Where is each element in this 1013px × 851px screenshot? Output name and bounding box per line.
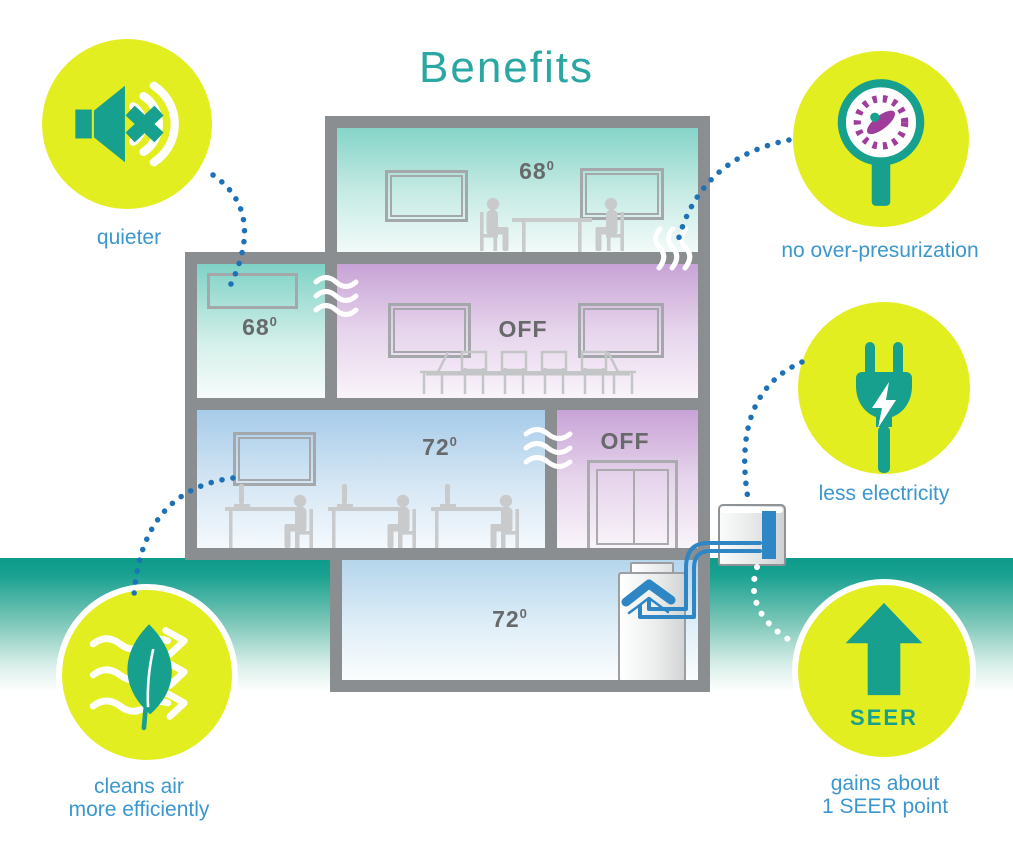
office-desks-silhouette bbox=[225, 484, 519, 548]
benefit-label-pressure: no over-presurization bbox=[781, 239, 979, 262]
conference-table-silhouette bbox=[420, 350, 636, 394]
benefit-label-air: cleans air more efficiently bbox=[29, 775, 249, 821]
benefit-circle-quieter bbox=[42, 39, 212, 209]
first-floor-left-room: 720 bbox=[197, 410, 545, 548]
first-floor: 720 OFF bbox=[185, 398, 710, 560]
top-floor: 680 bbox=[325, 116, 710, 264]
benefit-circle-pressure bbox=[793, 51, 969, 227]
benefit-label-seer-line1: gains about bbox=[830, 772, 940, 795]
basement-room: 720 bbox=[342, 560, 698, 680]
wall-unit-icon bbox=[385, 170, 468, 222]
temperature-label: 720 bbox=[492, 606, 528, 632]
benefit-circle-seer: SEER bbox=[792, 579, 976, 763]
benefit-label-air-line2: more efficiently bbox=[68, 798, 210, 821]
benefit-label-seer: gains about 1 SEER point bbox=[775, 772, 995, 818]
wall-unit-icon bbox=[233, 432, 316, 486]
wall-unit-icon bbox=[207, 273, 298, 309]
power-plug-icon bbox=[856, 341, 912, 473]
benefit-label-quieter: quieter bbox=[96, 226, 162, 249]
status-label-off: OFF bbox=[498, 316, 548, 342]
page-title: Benefits bbox=[419, 43, 594, 93]
benefit-circle-air bbox=[56, 584, 238, 766]
meeting-table-silhouette bbox=[480, 197, 624, 252]
second-floor-left-room: 680 bbox=[197, 264, 325, 398]
pressure-gauge-icon bbox=[837, 79, 925, 206]
benefit-label-seer-line2: 1 SEER point bbox=[821, 795, 949, 818]
benefit-circle-electricity bbox=[798, 302, 970, 474]
seer-badge: SEER bbox=[850, 705, 918, 730]
status-label-off: OFF bbox=[600, 428, 650, 454]
second-floor-right-room: OFF bbox=[337, 264, 698, 398]
temperature-label: 680 bbox=[519, 158, 555, 184]
benefit-label-electricity: less electricity bbox=[818, 482, 950, 505]
leaf-airflow-icon bbox=[89, 624, 188, 731]
first-floor-right-room: OFF bbox=[557, 410, 698, 548]
basement: 720 bbox=[330, 548, 710, 692]
outdoor-unit-icon bbox=[718, 504, 786, 566]
elevator-doors-icon bbox=[587, 460, 678, 548]
second-floor: 680 OFF bbox=[185, 252, 710, 410]
wall-unit-icon bbox=[388, 303, 471, 358]
arrow-up-icon bbox=[845, 602, 923, 696]
top-floor-room: 680 bbox=[337, 128, 698, 252]
benefit-label-air-line1: cleans air bbox=[94, 775, 184, 798]
temperature-label: 680 bbox=[242, 314, 278, 340]
speaker-muted-icon bbox=[75, 81, 179, 167]
temperature-label: 720 bbox=[422, 434, 458, 460]
wall-unit-icon bbox=[578, 303, 664, 358]
water-heater-icon bbox=[618, 572, 686, 680]
